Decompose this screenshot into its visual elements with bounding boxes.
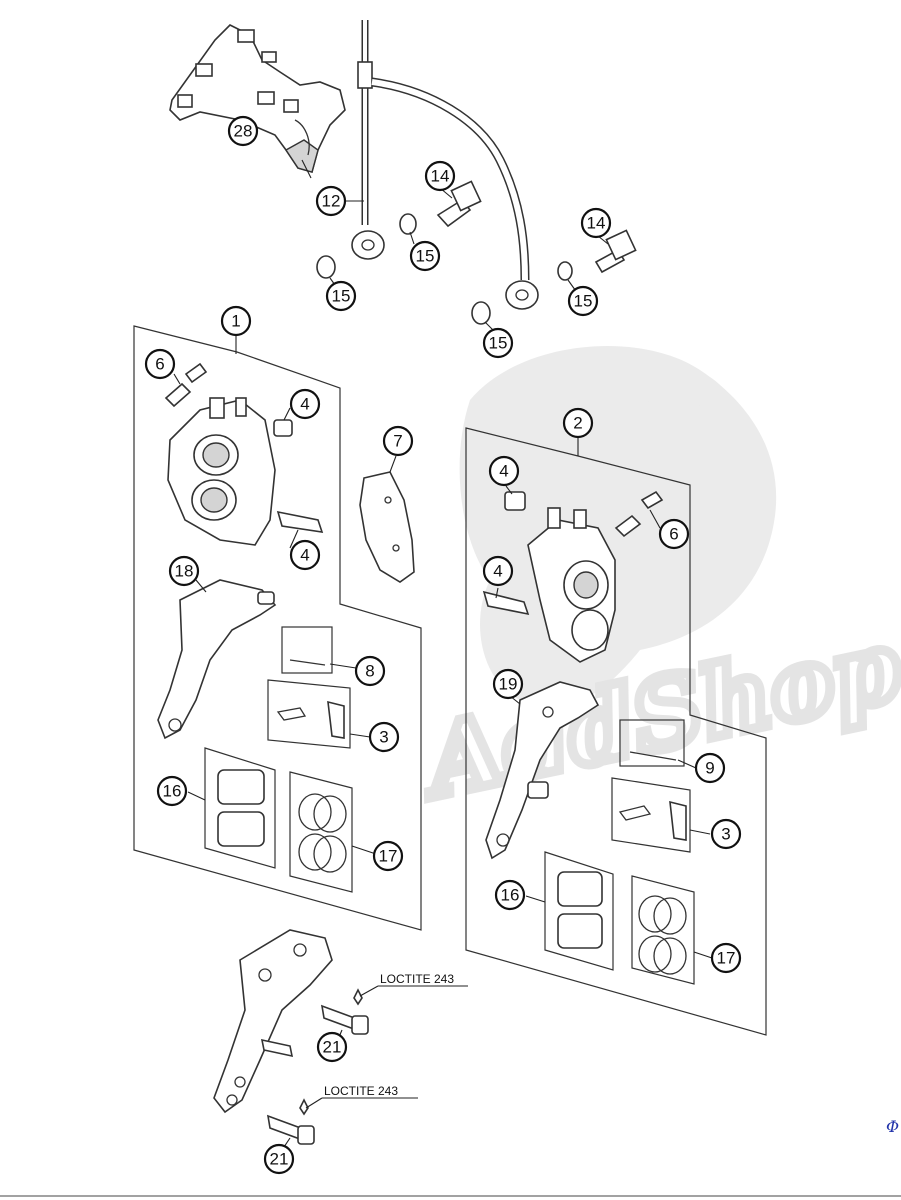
callout-15-lower-label: 15 — [489, 334, 508, 353]
callout-21-lower-label: 21 — [270, 1150, 289, 1169]
part-28-bracket — [169, 24, 346, 173]
callout-15-left: 15 — [325, 280, 357, 312]
callout-16-right-label: 16 — [501, 886, 520, 905]
callout-14-right: 14 — [580, 207, 612, 239]
part-17-seals-left-box — [289, 771, 353, 893]
callout-16-right: 16 — [494, 879, 526, 911]
callout-16-left: 16 — [156, 775, 188, 807]
part-2-caliper-right — [527, 507, 616, 663]
callout-17-left-label: 17 — [379, 847, 398, 866]
part-14-banjo-bolt-upper — [436, 180, 482, 228]
callout-28: 28 — [227, 115, 259, 147]
callout-6-right-label: 6 — [669, 525, 678, 544]
callout-15-left-label: 15 — [332, 287, 351, 306]
callout-15-upper-label: 15 — [416, 247, 435, 266]
callout-15-right-label: 15 — [574, 292, 593, 311]
lower-support-bracket — [213, 929, 333, 1114]
callout-4-right-bottom-label: 4 — [493, 562, 502, 581]
watermark: AddShop — [405, 346, 901, 825]
callout-15-upper: 15 — [409, 240, 441, 272]
callout-15-right: 15 — [567, 285, 599, 317]
part-6-bleed-screws-left — [164, 362, 208, 408]
callout-19-label: 19 — [499, 675, 518, 694]
callout-7-label: 7 — [393, 432, 402, 451]
part-7-brake-pad — [359, 471, 415, 583]
callout-2: 2 — [562, 407, 594, 439]
callout-18-label: 18 — [175, 562, 194, 581]
callout-14-right-label: 14 — [587, 214, 606, 233]
part-17-seals-right-box — [631, 875, 695, 985]
callout-21-lower: 21 — [263, 1143, 295, 1175]
part-9-pin-right-box — [619, 719, 685, 767]
part-15-washers — [316, 213, 573, 325]
callout-14-upper-label: 14 — [431, 167, 450, 186]
callout-3-left-label: 3 — [379, 728, 388, 747]
corner-mark: Φ — [886, 1117, 899, 1136]
loctite-note-upper: LOCTITE 243 — [380, 972, 454, 986]
left-caliper-panel — [133, 325, 422, 931]
callout-17-right: 17 — [710, 942, 742, 974]
callout-12-label: 12 — [322, 192, 341, 211]
callout-8-label: 8 — [365, 662, 374, 681]
callout-14-upper: 14 — [424, 160, 456, 192]
callout-7: 7 — [382, 425, 414, 457]
callout-15-lower: 15 — [482, 327, 514, 359]
callout-4-left-top-label: 4 — [300, 395, 309, 414]
callout-9: 9 — [694, 752, 726, 784]
callout-9-label: 9 — [705, 759, 714, 778]
callout-12: 12 — [315, 185, 347, 217]
part-1-caliper-left — [167, 397, 276, 546]
part-21-bolt-upper — [320, 988, 369, 1035]
part-14-banjo-bolt-right — [594, 229, 637, 274]
part-18-caliper-support-left — [157, 579, 277, 740]
callout-21-upper-label: 21 — [323, 1038, 342, 1057]
part-12-brake-line — [351, 20, 539, 310]
callout-3-right: 3 — [710, 818, 742, 850]
callout-6-right: 6 — [658, 518, 690, 550]
callout-4-left-bottom-label: 4 — [300, 546, 309, 565]
callout-3-left: 3 — [368, 721, 400, 753]
part-21-bolt-lower — [266, 1098, 315, 1145]
right-caliper-panel — [465, 427, 767, 1036]
part-16-pistons-left-box — [204, 747, 276, 869]
callout-18: 18 — [168, 555, 200, 587]
part-8-pin-left-box — [281, 626, 333, 674]
callout-21-upper: 21 — [316, 1031, 348, 1063]
part-3-pad-spring-left-box — [267, 679, 351, 749]
callout-4-right-top-label: 4 — [499, 462, 508, 481]
callout-8: 8 — [354, 655, 386, 687]
part-3-pad-spring-right-box — [611, 777, 691, 853]
callout-2-label: 2 — [573, 414, 582, 433]
part-4-pins-right — [482, 491, 530, 616]
callout-4-right-top: 4 — [488, 455, 520, 487]
callout-1: 1 — [220, 305, 252, 337]
callout-4-left-top: 4 — [289, 388, 321, 420]
part-4-pins-left — [273, 419, 324, 533]
callout-6-left: 6 — [144, 348, 176, 380]
callout-17-right-label: 17 — [717, 949, 736, 968]
callout-28-label: 28 — [234, 122, 253, 141]
part-19-caliper-support-right — [485, 681, 600, 860]
callout-17-left: 17 — [372, 840, 404, 872]
loctite-note-lower: LOCTITE 243 — [324, 1084, 398, 1098]
callout-4-left-bottom: 4 — [289, 539, 321, 571]
part-16-pistons-right-box — [544, 851, 614, 971]
callout-4-right-bottom: 4 — [482, 555, 514, 587]
callout-19: 19 — [492, 668, 524, 700]
callout-16-left-label: 16 — [163, 782, 182, 801]
callout-1-label: 1 — [231, 312, 240, 331]
callout-3-right-label: 3 — [721, 825, 730, 844]
part-6-bleed-screw-right — [614, 490, 664, 538]
callout-6-left-label: 6 — [155, 355, 164, 374]
